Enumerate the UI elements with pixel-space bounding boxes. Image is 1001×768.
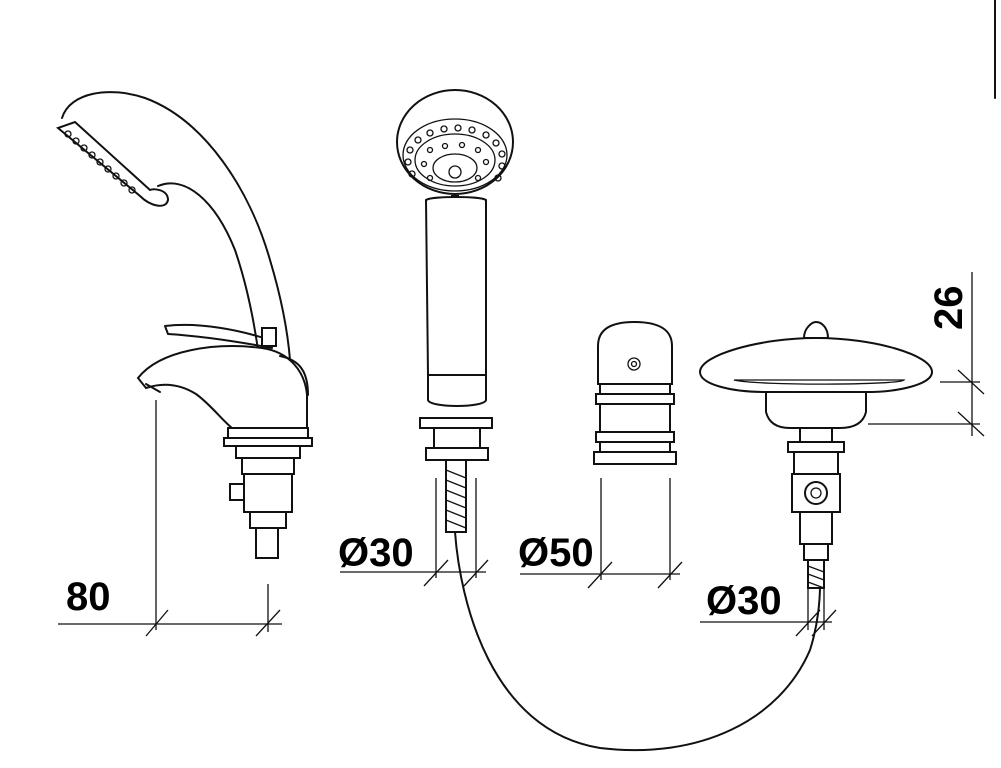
spout-shower-nozzles [64, 130, 136, 194]
dimension-label-diverter-diameter: Ø30 [706, 579, 782, 623]
flexible-hose [454, 531, 821, 752]
dimension-handle-diameter [520, 478, 683, 589]
dimension-80 [58, 400, 282, 637]
handshower-nozzles [404, 124, 506, 182]
dimension-26 [868, 272, 985, 437]
dimension-label-handshower-diameter: Ø30 [338, 531, 414, 575]
dimension-handshower-diameter [340, 478, 489, 587]
dimension-label-handle-diameter: Ø50 [518, 531, 594, 575]
spout-assembly [56, 91, 313, 559]
handshower-assembly [396, 89, 514, 533]
dimension-label-26: 26 [927, 286, 971, 331]
dimension-label-80: 80 [66, 575, 111, 619]
dimension-diverter-diameter [700, 588, 837, 637]
diverter-assembly [698, 320, 934, 589]
handle-assembly [593, 320, 677, 465]
